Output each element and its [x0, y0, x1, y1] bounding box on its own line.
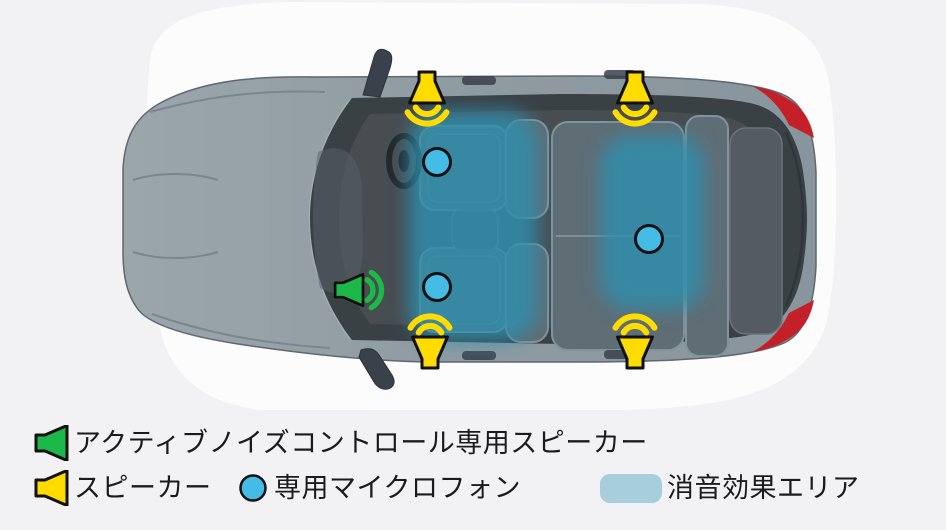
markers-layer — [333, 70, 664, 370]
legend-label-microphone: 専用マイクロフォン — [274, 473, 521, 503]
car-top-view-illustration — [122, 48, 817, 390]
microphone-icon — [422, 272, 452, 302]
taillight-right — [752, 86, 814, 138]
taillight-left — [752, 300, 814, 352]
quiet-area-swatch — [600, 473, 662, 503]
legend-item-speaker: スピーカー — [33, 470, 212, 506]
side-mirrors — [358, 48, 395, 390]
right-mirror — [362, 48, 393, 98]
dashboard — [312, 148, 363, 294]
quiet-zone-area — [408, 110, 538, 342]
legend-label-quiet-area: 消音効果エリア — [667, 473, 860, 503]
legend-label-speaker: スピーカー — [74, 473, 212, 503]
microphone-icon — [422, 147, 452, 177]
quiet-zone-area — [600, 135, 705, 310]
microphone-icon — [634, 224, 664, 254]
legend-label-anc-speaker: アクティブノイズコントロール専用スピーカー — [74, 428, 648, 458]
left-mirror — [358, 348, 395, 390]
microphone-icon — [239, 474, 267, 502]
legend-item-quiet-area: 消音効果エリア — [600, 471, 860, 505]
legend-item-microphone: 専用マイクロフォン — [237, 471, 521, 505]
hood-crease-lines — [132, 90, 331, 349]
anc-speaker-icon — [34, 425, 69, 461]
parcel-shelf — [729, 127, 783, 335]
taillights — [752, 86, 814, 352]
legend-item-anc-speaker: アクティブノイズコントロール専用スピーカー — [33, 425, 648, 461]
speaker-icon — [34, 470, 69, 506]
rear-hatch-line — [784, 131, 805, 307]
